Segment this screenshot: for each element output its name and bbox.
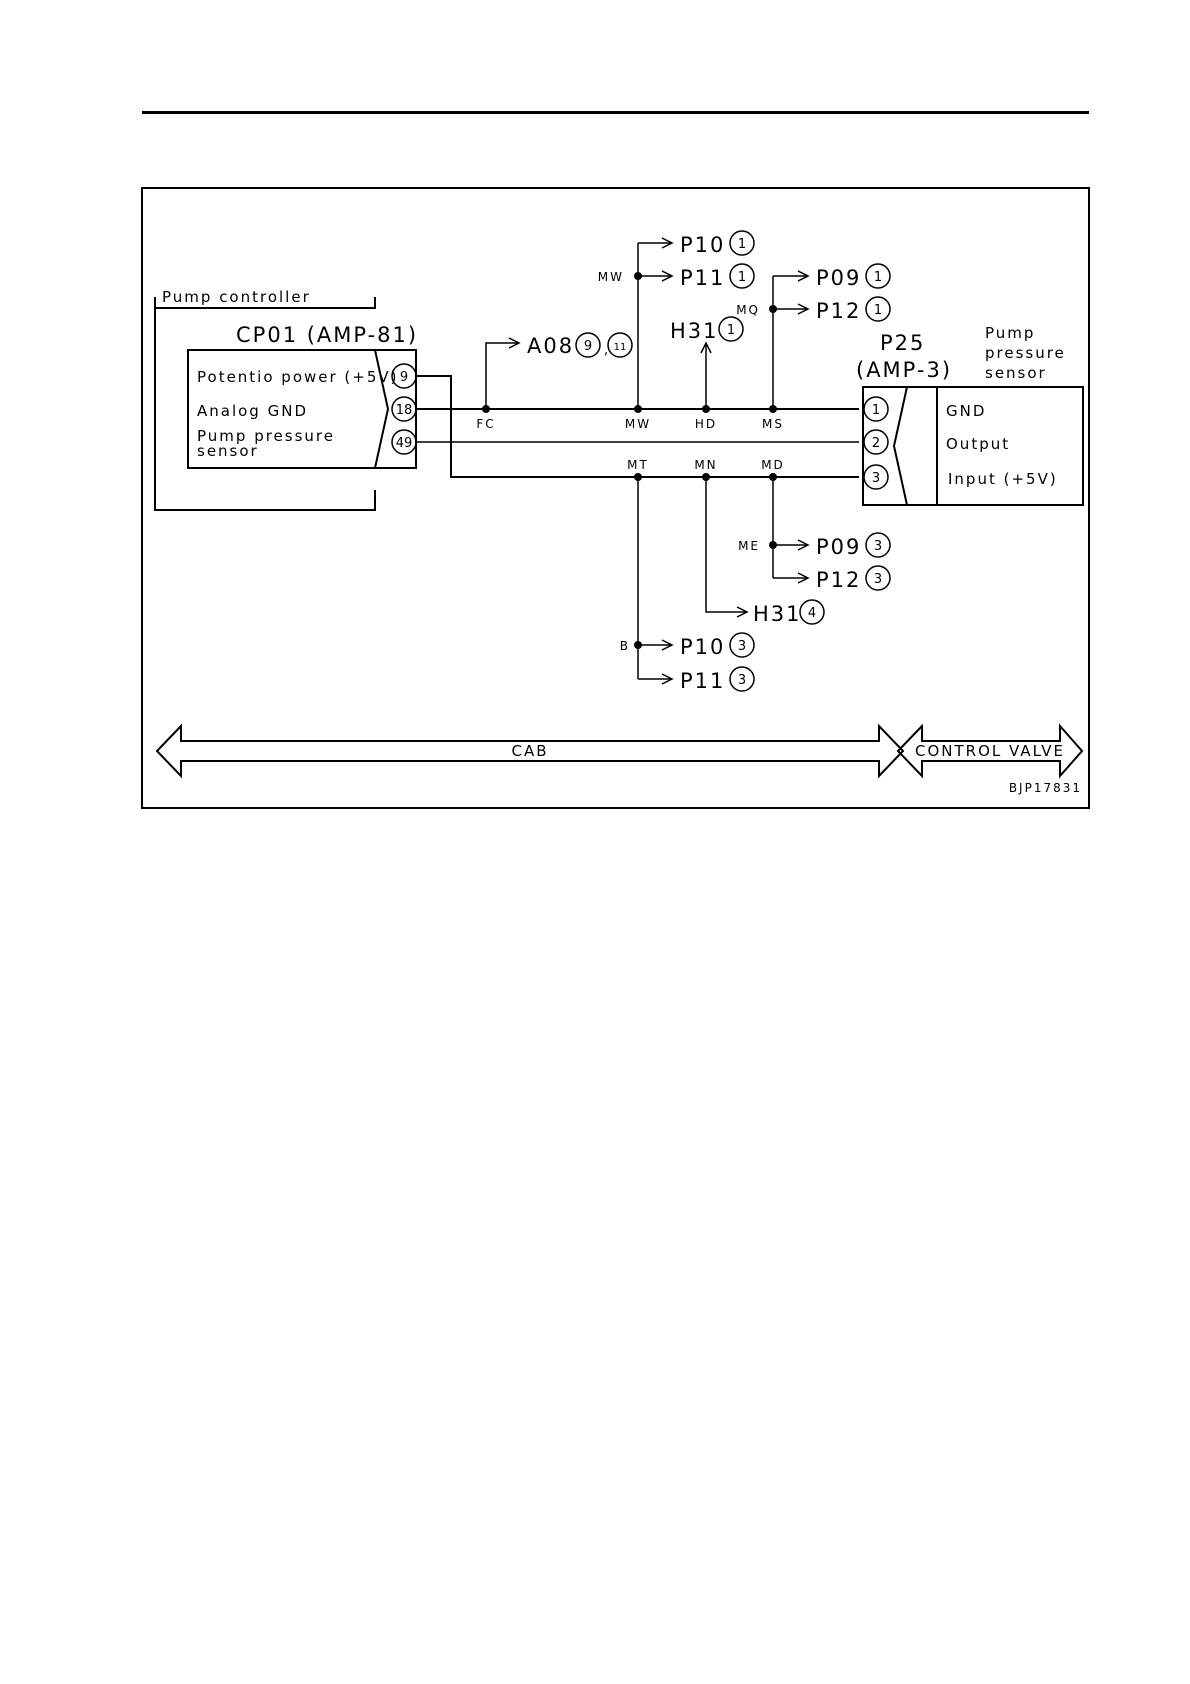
branch-h31-bot-connector: H31 (753, 602, 802, 626)
branch-p11-top-connector: P11 (680, 266, 725, 290)
branch-p10-bot-pin: 3 (738, 639, 746, 654)
zone-indicators: CAB CONTROL VALVE (157, 726, 1082, 776)
branch-p09-top-pin: 1 (874, 270, 882, 285)
junction-mw-top-label: MW (598, 270, 624, 284)
junction-mn-label: MN (694, 458, 717, 472)
sensor-connector-label: P25 (880, 331, 925, 355)
pin-9-number: 9 (400, 370, 408, 385)
sensor-pin-2-label: Output (946, 435, 1010, 453)
junction-me-label: ME (738, 539, 760, 553)
5v-branches: MT MN MD ME P09 3 P12 3 H31 4 B P10 3 (620, 458, 890, 693)
pump-pressure-sensor: P25 (AMP-3) Pump pressure sensor 1 2 3 G… (856, 324, 1083, 505)
sensor-pin-2-number: 2 (872, 436, 880, 451)
sensor-pin-3-number: 3 (872, 471, 880, 486)
branch-p10-top-pin: 1 (738, 237, 746, 252)
controller-connector-label: CP01 (AMP-81) (236, 323, 418, 347)
branch-p12-top-connector: P12 (816, 299, 861, 323)
branch-h31-top-pin: 1 (727, 323, 735, 338)
pin-49-label-2: sensor (197, 442, 259, 460)
branch-p11-bot-pin: 3 (738, 673, 746, 688)
sensor-pin-1-number: 1 (872, 403, 880, 418)
junction-mq-label: MQ (736, 303, 760, 317)
pin-18-label: Analog GND (197, 402, 308, 420)
branch-p11-bot-connector: P11 (680, 669, 725, 693)
junction-hd-label: HD (695, 417, 717, 431)
branch-p12-bot-pin: 3 (874, 572, 882, 587)
pump-controller: Pump controller CP01 (AMP-81) Potentio p… (155, 288, 418, 510)
control-valve-zone-label: CONTROL VALVE (915, 742, 1065, 760)
pin-9-label: Potentio power (+5V) (197, 368, 399, 386)
branch-p10-bot-connector: P10 (680, 635, 725, 659)
junction-ms-label: MS (762, 417, 784, 431)
branch-p09-bot-connector: P09 (816, 535, 861, 559)
sensor-pin-3-label: Input (+5V) (948, 470, 1058, 488)
branch-p10-top-connector: P10 (680, 233, 725, 257)
sensor-title-line-3: sensor (985, 364, 1047, 382)
branch-p12-bot-connector: P12 (816, 568, 861, 592)
branch-a08-connector: A08 (527, 334, 574, 358)
branch-p09-bot-pin: 3 (874, 539, 882, 554)
junction-mt-label: MT (627, 458, 649, 472)
branch-p11-top-pin: 1 (738, 270, 746, 285)
sensor-title-line-1: Pump (985, 324, 1035, 342)
sensor-connector-type: (AMP-3) (856, 358, 952, 382)
cab-zone-label: CAB (511, 742, 548, 760)
branch-a08-pin-1: 9 (584, 339, 592, 354)
branch-a08-line (486, 343, 517, 409)
junction-fc-label: FC (476, 417, 495, 431)
branch-p12-top-pin: 1 (874, 303, 882, 318)
gnd-branches: FC A08 9 , 11 MW P10 1 MW P11 1 HD H31 1 (476, 231, 890, 431)
p25-connector-wedge (894, 387, 907, 505)
junction-mw-label: MW (625, 417, 651, 431)
sensor-pin-1-label: GND (946, 402, 986, 420)
branch-p09-top-connector: P09 (816, 266, 861, 290)
branch-a08-pin-2: 11 (614, 342, 627, 353)
junction-b-label: B (620, 639, 630, 653)
controller-group-label: Pump controller (162, 288, 311, 306)
branch-h31-top-connector: H31 (670, 319, 719, 343)
junction-md-label: MD (761, 458, 785, 472)
sensor-title-line-2: pressure (985, 344, 1066, 362)
pin-49-number: 49 (396, 436, 413, 451)
branch-h31-bot-pin: 4 (808, 606, 816, 621)
pin-18-number: 18 (396, 403, 413, 418)
figure-code: BJP17831 (1009, 781, 1082, 795)
